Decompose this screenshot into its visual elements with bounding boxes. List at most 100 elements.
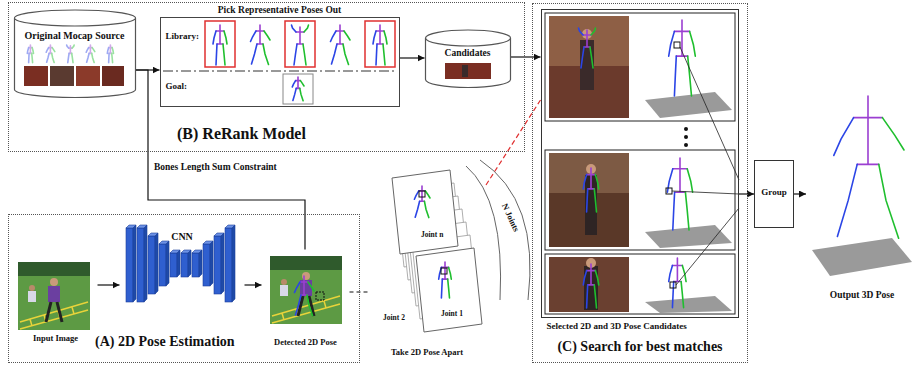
candidate-panels (545, 150, 735, 250)
group-box: Group (754, 160, 794, 228)
mocap-thumbnails (67, 45, 74, 63)
joint-cards (416, 248, 482, 332)
cnn-layers (126, 225, 235, 302)
mocap-thumbnails (76, 66, 100, 86)
candidate-panels (676, 208, 739, 285)
library-poses (285, 21, 315, 67)
library-poses (283, 74, 313, 104)
candidate-thumbnail (445, 63, 491, 79)
output-skeleton (812, 96, 912, 276)
node-text: Library: (166, 31, 200, 41)
cylinder-outline (425, 30, 510, 88)
candidate-panels (579, 28, 596, 68)
connectors (98, 57, 807, 292)
node-label: Candidates (445, 48, 491, 59)
cnn-layers (148, 236, 155, 294)
node-label: (B) ReRank Model (177, 125, 306, 143)
library-poses (292, 25, 309, 65)
cnn-layers (199, 250, 202, 277)
region-box: (A) 2D Pose EstimationInput Image CNN Dete… (8, 214, 360, 363)
candidate-thumbnail (462, 65, 468, 77)
connector (511, 56, 541, 57)
node-text: Take 2D Pose Apart (391, 348, 463, 358)
cnn-layers (225, 228, 232, 302)
cnn-layers (170, 253, 177, 277)
library-poses (163, 71, 397, 72)
candidate-thumbnail (445, 63, 491, 79)
edge-label: Bones Length Sum Constraint (153, 162, 278, 173)
cnn-layers (232, 225, 235, 302)
cnn-layers (192, 253, 199, 277)
cnn-layers (144, 225, 147, 302)
cnn-layers (188, 250, 191, 277)
panel-frame: Selected 2D and 3D Pose Candidates (541, 9, 739, 318)
library-poses (251, 25, 271, 65)
detected-photo (270, 256, 342, 324)
connector (245, 284, 262, 285)
cylinder-outline (425, 30, 511, 88)
input-photo (18, 262, 90, 330)
node-text: Joint 2 (382, 314, 406, 323)
output-skeleton (812, 238, 912, 276)
library-poses (163, 21, 397, 104)
cnn-layers (159, 244, 166, 286)
node-label: (A) 2D Pose Estimation (95, 334, 235, 350)
joint-cards (439, 262, 452, 298)
node-label: CNN (171, 231, 193, 243)
joint-cards (419, 191, 425, 197)
library-poses (373, 25, 387, 65)
candidate-panels (680, 47, 739, 180)
connector (739, 193, 755, 194)
connector (400, 57, 425, 58)
node-label: Group (761, 187, 786, 197)
candidate-panels (672, 191, 739, 194)
region-box: (C) Search for best matchesSelected 2D a… (532, 3, 748, 363)
cnn-block: CNN (120, 222, 245, 308)
node-label: Pick Representative Poses Out (218, 5, 342, 16)
cnn-layers (166, 241, 169, 286)
joint-stack: Joint n Joint 2 Joint 1 Take 2D Pose Apart (368, 165, 486, 363)
candidate-panels (684, 143, 688, 147)
candidate-panels (549, 16, 629, 118)
node-label: Detected 2D Pose (274, 338, 337, 348)
candidate-panels (545, 13, 735, 121)
annotation-label: N Joints (499, 202, 521, 233)
cnn-layers (181, 253, 188, 277)
joint-cards (414, 186, 430, 218)
detected-photo (270, 256, 342, 324)
joint-cards (392, 160, 530, 332)
library-poses (331, 25, 351, 65)
cnn-layers (137, 228, 144, 302)
cylinder-outline (14, 10, 135, 97)
mocap-thumbnails (46, 45, 55, 62)
candidate-panels (684, 135, 688, 139)
connector (136, 70, 306, 250)
cylinder-outline (14, 10, 136, 98)
node-text: Joint 1 (440, 310, 464, 319)
cnn-layers (126, 228, 133, 302)
image-panel: Input Image (14, 258, 98, 356)
node-label: Original Mocap Source (25, 30, 125, 42)
joint-cards (441, 268, 447, 274)
mocap-thumbnails (27, 45, 113, 63)
candidate-panels (666, 188, 672, 194)
image-panel: Detected 2D Pose (262, 250, 350, 354)
candidate-panels (549, 153, 629, 247)
candidate-panels (669, 20, 696, 96)
cnn-layers (221, 233, 224, 294)
library-poses (205, 21, 235, 67)
process-box: Pick Representative Poses OutLibrary:Goa… (160, 17, 400, 107)
candidate-panels (645, 296, 732, 313)
candidate-panels (674, 42, 680, 48)
joint-cards (466, 166, 501, 300)
candidate-panels (549, 257, 629, 312)
candidate-panels (545, 254, 735, 314)
candidate-panels (684, 127, 688, 131)
cnn-layers (214, 236, 221, 294)
node-label: Joint n (420, 231, 444, 240)
mocap-thumbnails (107, 45, 113, 63)
node-text: Goal: (166, 81, 188, 91)
candidate-panels (670, 282, 676, 288)
output-figure: Output 3D Pose (806, 85, 918, 310)
